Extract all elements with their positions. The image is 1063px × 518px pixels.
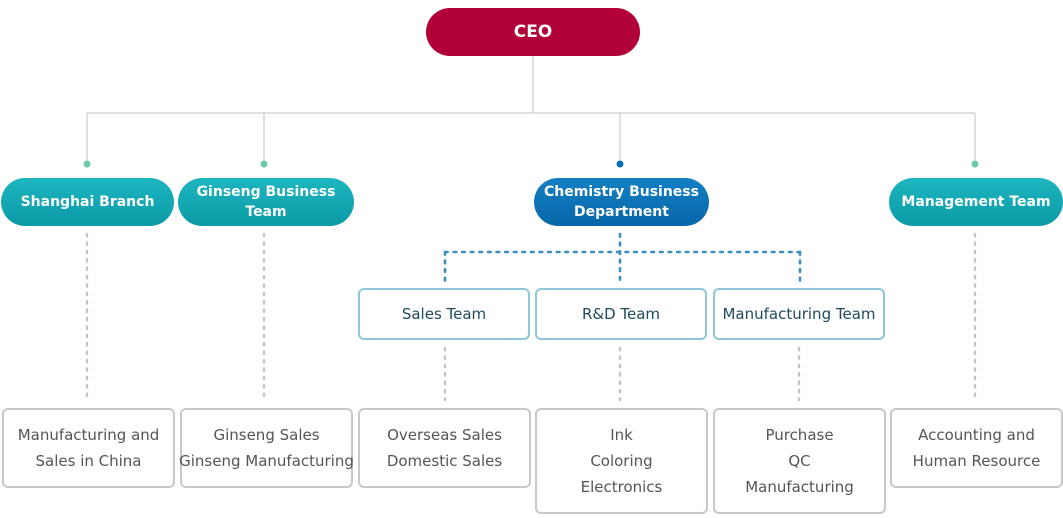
leaf-text: Accounting and [918, 426, 1035, 444]
team-sales: Sales Team [358, 288, 530, 340]
leaf-management: Accounting and Human Resource [890, 408, 1063, 488]
leaf-ginseng: Ginseng Sales Ginseng Manufacturing [179, 408, 354, 488]
dept-ginseng-label: Ginseng Business Team [196, 184, 336, 220]
team-manufacturing: Manufacturing Team [713, 288, 885, 340]
leaf-text: Manufacturing [745, 478, 854, 496]
dept-shanghai-branch: Shanghai Branch [1, 178, 174, 226]
team-rnd-label: R&D Team [581, 305, 661, 323]
leaf-text: Coloring [590, 452, 653, 470]
leaf-text: Sales in China [35, 452, 142, 470]
dept-management-team: Management Team [889, 178, 1063, 226]
leaf-text: Ink [610, 426, 633, 444]
leaf-text: Overseas Sales [387, 426, 502, 444]
leaf-text: Domestic Sales [386, 452, 503, 470]
leaf-text: Electronics [580, 478, 663, 496]
leaf-text: QC [788, 452, 811, 470]
leaf-text: Ginseng Manufacturing [179, 452, 354, 470]
ceo-label: CEO [513, 22, 553, 42]
dept-shanghai-label: Shanghai Branch [20, 194, 155, 210]
ceo-node: CEO [426, 8, 640, 56]
leaf-shanghai: Manufacturing and Sales in China [2, 408, 175, 488]
leaf-manufacturing: Purchase QC Manufacturing [713, 408, 886, 514]
dept-ginseng-business-team: Ginseng Business Team [178, 178, 354, 226]
dept-chemistry-business: Chemistry Business Department [534, 178, 709, 226]
leaf-text: Purchase [765, 426, 834, 444]
dept-chemistry-line1: Chemistry Business [544, 184, 699, 200]
team-sales-label: Sales Team [401, 305, 487, 323]
leaf-text: Manufacturing and [17, 426, 160, 444]
leaf-text: Human Resource [912, 452, 1041, 470]
leaf-text: Ginseng Sales [213, 426, 320, 444]
leaf-sales: Overseas Sales Domestic Sales [358, 408, 531, 488]
dept-chemistry-line2: Department [574, 204, 669, 220]
leaf-rnd: Ink Coloring Electronics [535, 408, 708, 514]
team-rnd: R&D Team [535, 288, 707, 340]
dept-management-label: Management Team [901, 194, 1051, 210]
team-manufacturing-label: Manufacturing Team [722, 305, 876, 323]
